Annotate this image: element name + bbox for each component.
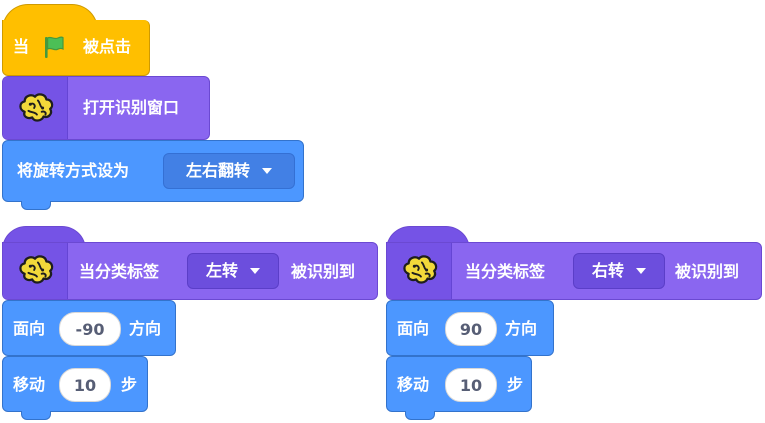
green-flag-icon <box>41 34 67 60</box>
rotation-style-value: 左右翻转 <box>185 161 250 180</box>
direction-suffix: 方向 <box>505 319 538 338</box>
when-label-left-recognized-block[interactable]: 当分类标签 左转 被识别到 <box>2 242 378 300</box>
direction-label: 面向 <box>397 319 430 338</box>
label-dropdown-value: 左转 <box>205 261 238 280</box>
label-dropdown[interactable]: 左转 <box>187 253 279 289</box>
brain-icon <box>17 253 55 287</box>
direction-input[interactable]: -90 <box>59 312 121 346</box>
point-in-direction-block[interactable]: 面向 -90 方向 <box>2 300 176 356</box>
block-notch <box>405 411 435 420</box>
point-in-direction-block[interactable]: 面向 90 方向 <box>386 300 554 356</box>
hat-prefix-label: 当 <box>13 37 30 56</box>
move-steps-block[interactable]: 移动 10 步 <box>2 356 148 420</box>
block-notch <box>21 201 51 210</box>
steps-input[interactable]: 10 <box>445 368 497 402</box>
chevron-down-icon <box>250 268 260 274</box>
when-flag-clicked-block[interactable]: 当 被点击 <box>2 20 150 76</box>
label-dropdown[interactable]: 右转 <box>573 253 665 289</box>
open-window-label: 打开识别窗口 <box>83 98 180 117</box>
brain-icon <box>17 91 55 125</box>
brain-icon <box>401 253 439 287</box>
rotation-style-dropdown[interactable]: 左右翻转 <box>163 153 295 189</box>
move-label: 移动 <box>13 375 46 394</box>
move-steps-block[interactable]: 移动 10 步 <box>386 356 532 420</box>
block-notch <box>21 411 51 420</box>
recognized-suffix: 被识别到 <box>675 262 740 281</box>
set-rotation-style-block[interactable]: 将旋转方式设为 左右翻转 <box>2 140 304 210</box>
chevron-down-icon <box>636 268 646 274</box>
chevron-down-icon <box>262 168 272 174</box>
direction-label: 面向 <box>13 319 46 338</box>
steps-suffix: 步 <box>507 375 524 394</box>
rotation-label: 将旋转方式设为 <box>17 161 130 180</box>
open-recognition-window-block[interactable]: 打开识别窗口 <box>2 76 210 140</box>
steps-input[interactable]: 10 <box>59 368 111 402</box>
move-label: 移动 <box>397 375 430 394</box>
direction-input[interactable]: 90 <box>445 312 497 346</box>
hat-suffix-label: 被点击 <box>83 37 132 56</box>
when-label-text: 当分类标签 <box>465 262 546 281</box>
when-label-text: 当分类标签 <box>79 262 160 281</box>
direction-suffix: 方向 <box>129 319 162 338</box>
recognized-suffix: 被识别到 <box>291 262 356 281</box>
when-label-right-recognized-block[interactable]: 当分类标签 右转 被识别到 <box>386 242 762 300</box>
label-dropdown-value: 右转 <box>591 261 624 280</box>
steps-suffix: 步 <box>121 375 138 394</box>
